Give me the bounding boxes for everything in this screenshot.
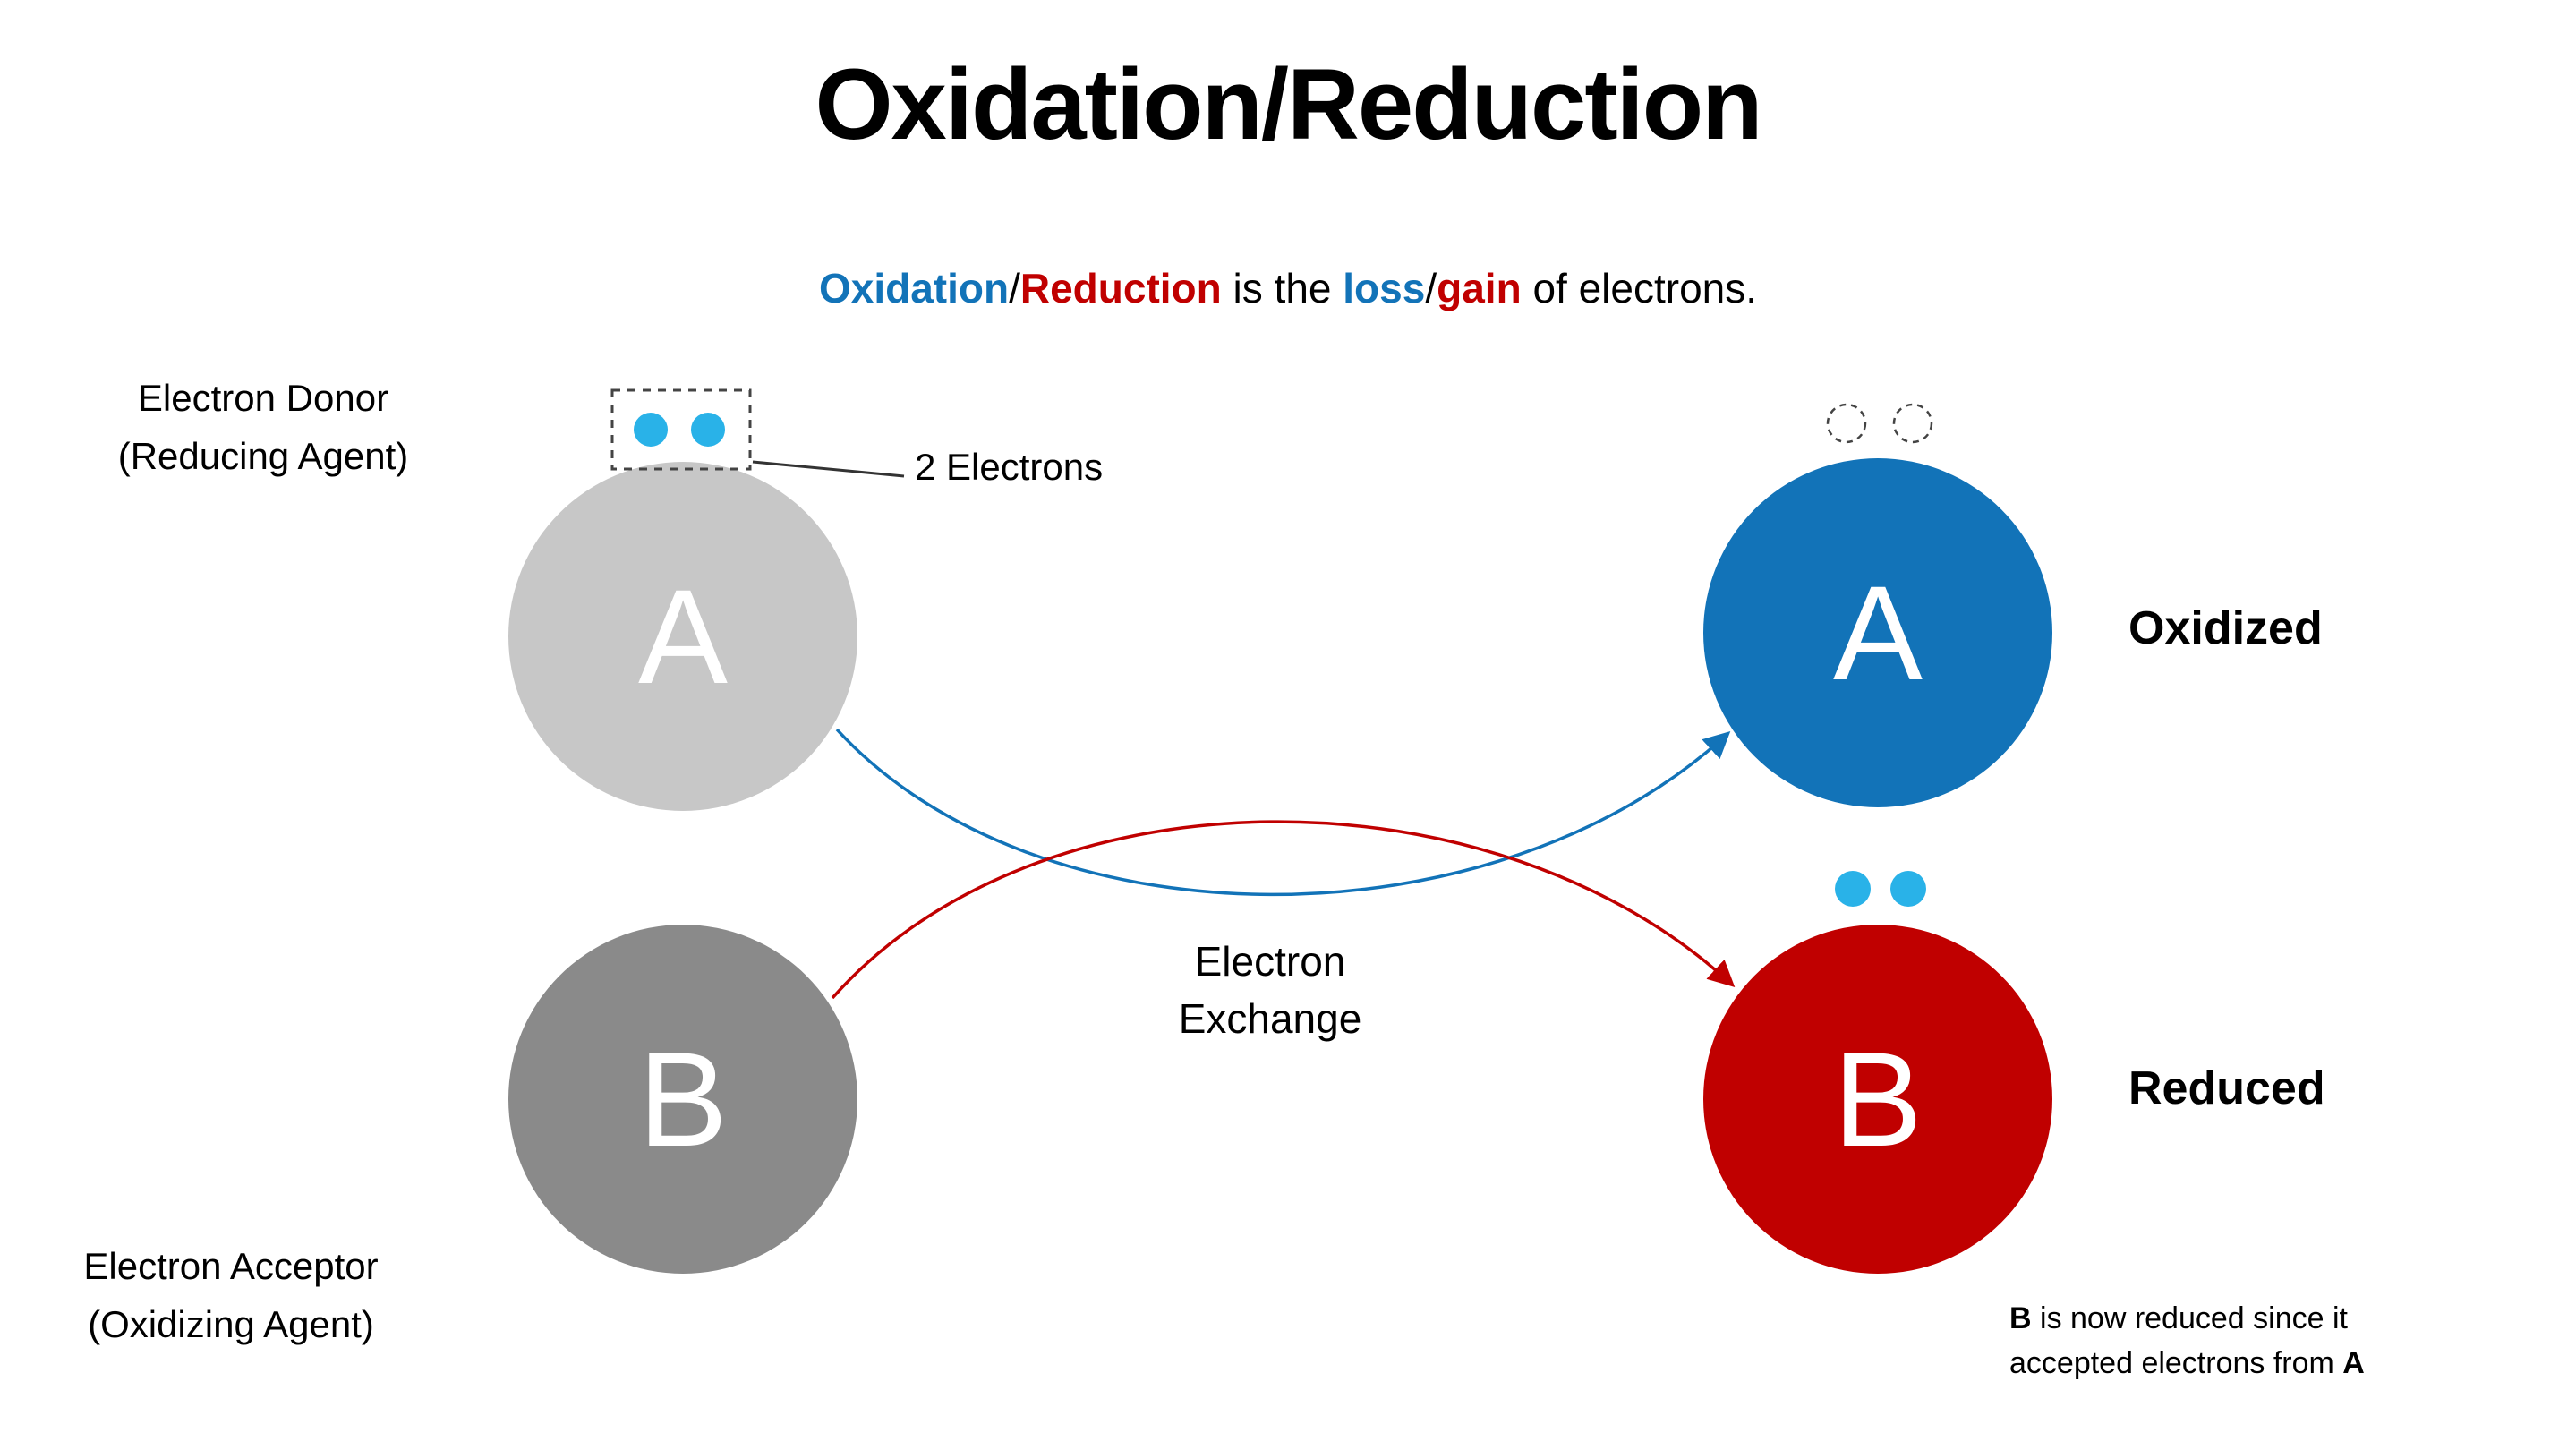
subtitle-slash2: / [1425,265,1437,311]
two-electrons-label: 2 Electrons [915,446,1104,488]
atom-b-acceptor-circle [508,925,857,1274]
subtitle-slash1: / [1009,265,1020,311]
electron-donor-label: Electron Donor (Reducing Agent) [48,369,478,485]
electron-exchange-label: Electron Exchange [1091,933,1449,1047]
electron-donor-line2: (Reducing Agent) [117,435,409,477]
electron-dot-icon [691,413,725,447]
oxidation-arrow [835,728,1731,897]
oxidized-label: Oxidized [2128,602,2323,654]
subtitle-reduction: Reduction [1019,265,1222,311]
atom-a-donor-letter: A [638,561,728,712]
empty-electron-slot-icon [1892,403,1933,444]
footnote-line1: B is now reduced since it [2009,1296,2546,1341]
atom-b-reduced-circle [1703,925,2052,1274]
electron-pair-dashed-box [610,388,752,471]
footnote-line2-text: accepted electrons from [2009,1346,2343,1380]
atom-a-oxidized-circle [1703,458,2052,807]
reduction-arrow [831,820,1736,1000]
atom-b-acceptor-letter: B [638,1024,728,1174]
electron-dot-icon [1835,871,1871,907]
footnote-bold-b: B [2009,1301,2032,1335]
empty-electron-slot-icon [1826,403,1867,444]
subtitle-suffix: of electrons. [1521,265,1758,311]
footnote: B is now reduced since it accepted elect… [2009,1296,2546,1386]
electron-dot-icon [634,413,668,447]
electron-acceptor-line1: Electron Acceptor [83,1245,379,1287]
electron-acceptor-label: Electron Acceptor (Oxidizing Agent) [16,1237,446,1353]
electron-exchange-line1: Electron [1194,938,1346,985]
reduced-label: Reduced [2128,1062,2325,1114]
atom-a-donor-circle [508,462,857,811]
footnote-line2: accepted electrons from A [2009,1341,2546,1386]
electron-exchange-line2: Exchange [1178,995,1362,1042]
electron-dot-icon [1890,871,1926,907]
footnote-line1-text: is now reduced since it [2031,1301,2348,1335]
subtitle: Oxidation/Reduction is the loss/gain of … [0,264,2576,312]
subtitle-loss: loss [1343,265,1426,311]
atom-a-oxidized-letter: A [1833,558,1923,708]
subtitle-oxidation: Oxidation [818,265,1010,311]
footnote-bold-a: A [2342,1346,2365,1380]
electron-donor-line1: Electron Donor [137,377,389,419]
subtitle-middle: is the [1221,265,1343,311]
atom-b-reduced-letter: B [1833,1024,1923,1174]
electron-acceptor-line2: (Oxidizing Agent) [88,1303,374,1345]
electron-label-leader-line [752,460,905,478]
subtitle-gain: gain [1437,265,1522,311]
page-title: Oxidation/Reduction [815,48,1762,160]
